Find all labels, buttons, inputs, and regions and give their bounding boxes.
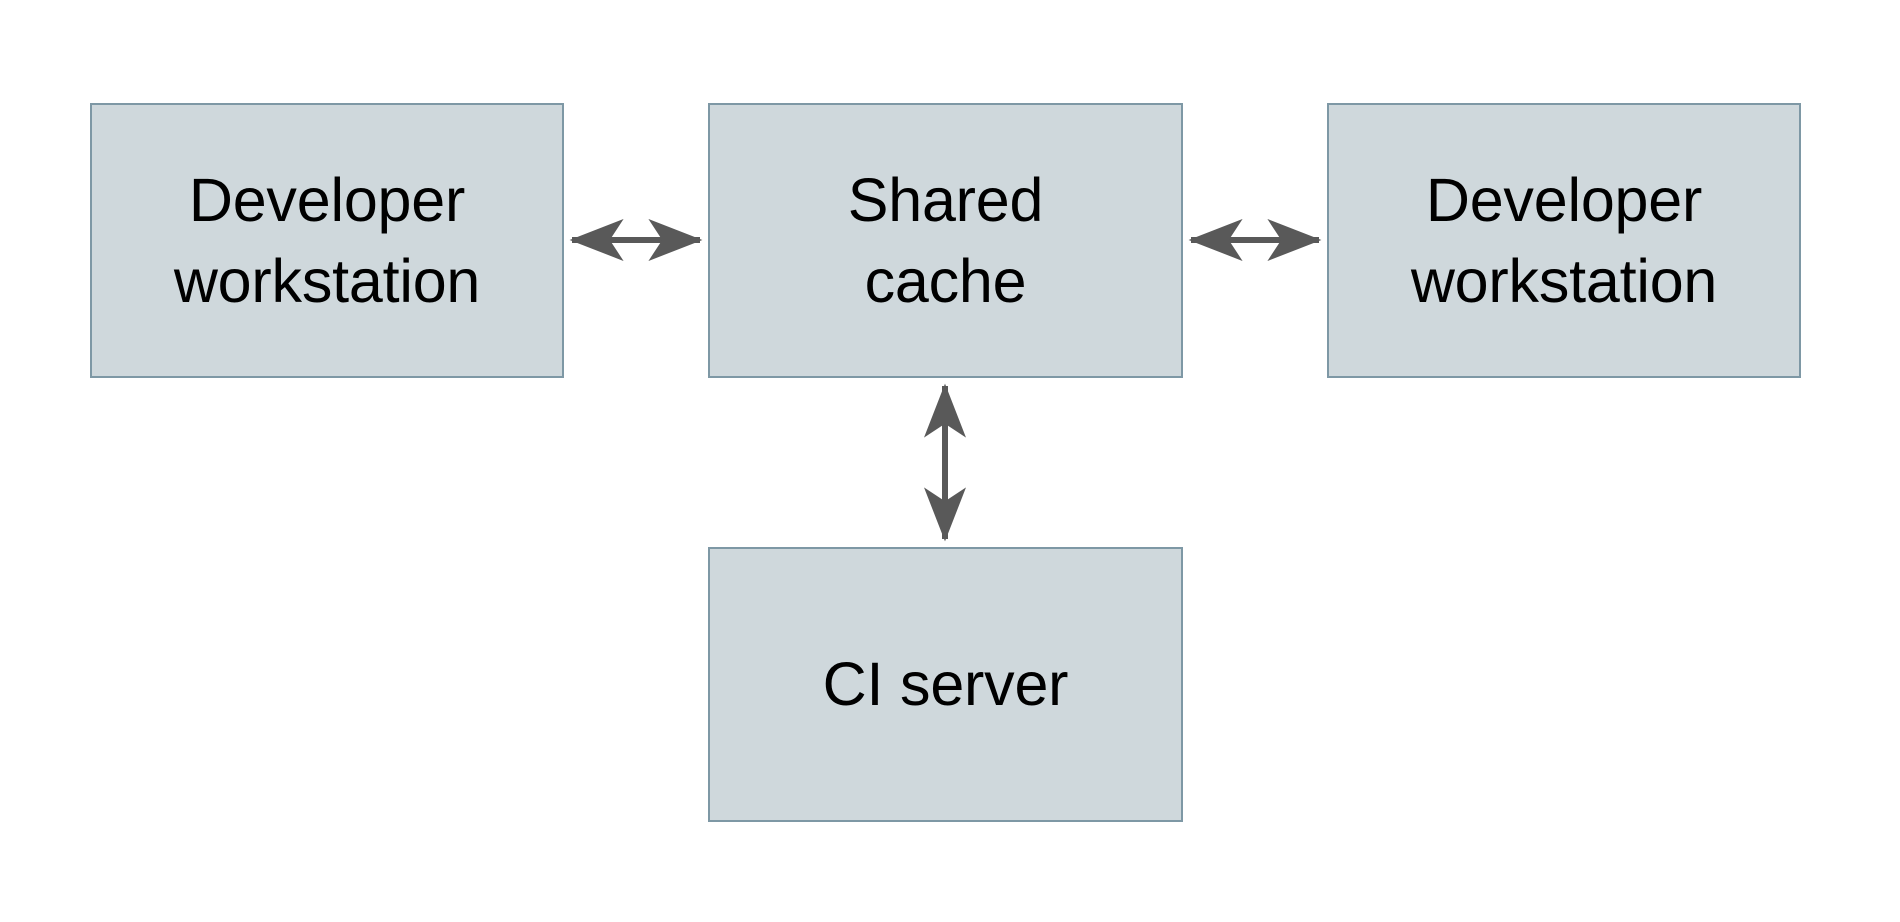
node-developer-workstation-left[interactable]: Developer workstation	[90, 103, 564, 378]
node-label-developer-workstation-left: Developer workstation	[173, 165, 481, 315]
node-ci-server[interactable]: CI server	[708, 547, 1183, 822]
node-developer-workstation-right[interactable]: Developer workstation	[1327, 103, 1801, 378]
node-label-shared-cache: Shared cache	[847, 165, 1044, 315]
node-label-developer-workstation-right: Developer workstation	[1410, 165, 1718, 315]
node-shared-cache[interactable]: Shared cache	[708, 103, 1183, 378]
node-label-ci-server: CI server	[822, 650, 1069, 719]
